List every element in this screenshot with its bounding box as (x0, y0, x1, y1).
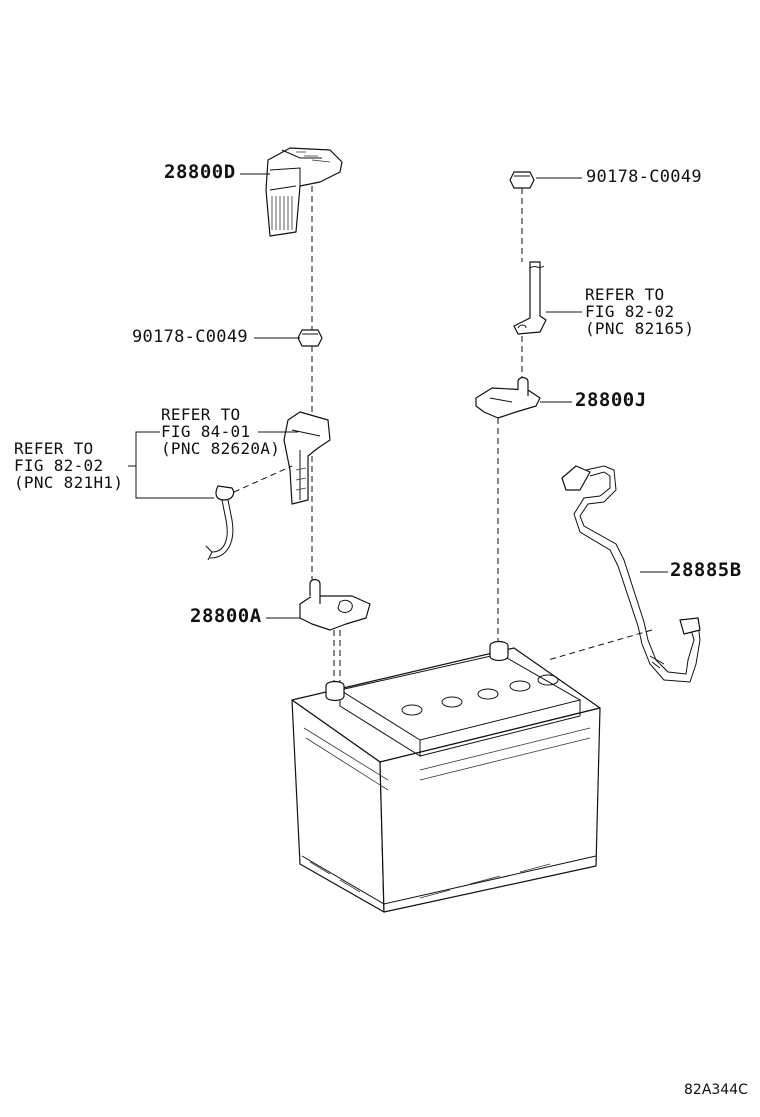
label-refer-right-line1: REFER TO (585, 285, 665, 304)
leader-refer-left (128, 431, 214, 499)
label-refer-mid-line3: (PNC 82620A) (161, 439, 281, 458)
label-28800d: 28800D (164, 161, 236, 183)
label-nut-left: 90178-C0049 (132, 327, 248, 347)
bracket-middle (283, 411, 331, 505)
nut-left (297, 329, 323, 347)
cable-28885b (547, 465, 701, 683)
nut-upper-right (509, 171, 535, 189)
label-28800a: 28800A (190, 605, 262, 627)
label-28885b: 28885B (670, 559, 742, 581)
battery (291, 640, 601, 913)
label-refer-left-line3: (PNC 821H1) (14, 473, 124, 492)
cable-left (205, 465, 293, 561)
terminal-cover-28800d (265, 147, 343, 237)
label-refer-left-line1: REFER TO (14, 439, 94, 458)
clamp-28800a (299, 578, 371, 631)
clamp-28800j (475, 376, 541, 419)
figure-id: 82A344C (684, 1082, 748, 1098)
label-refer-left-line2: FIG 82-02 (14, 456, 104, 475)
label-28800j: 28800J (575, 389, 647, 411)
label-refer-mid-line2: FIG 84-01 (161, 422, 251, 441)
label-refer-right-line2: FIG 82-02 (585, 302, 675, 321)
label-refer-mid-line1: REFER TO (161, 405, 241, 424)
label-refer-right-line3: (PNC 82165) (585, 319, 695, 338)
link-a-to-post (333, 630, 341, 684)
label-nut-upper-right: 90178-C0049 (586, 167, 702, 187)
bracket-right (513, 261, 547, 335)
